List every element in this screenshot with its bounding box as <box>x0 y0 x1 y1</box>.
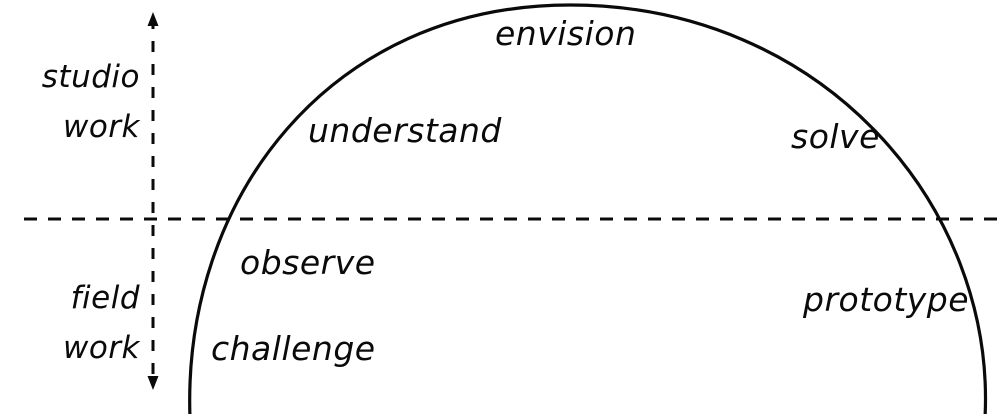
axis-arrow-up-icon <box>147 12 159 26</box>
axis-label-field-work-line2: work <box>62 330 140 366</box>
axis-label-studio-work-line1: studio <box>41 59 140 95</box>
axis-label-field-work-line1: field <box>70 280 140 316</box>
stage-label-envision: envision <box>495 14 637 53</box>
process-arc-path <box>188 3 988 414</box>
stage-label-prototype: prototype <box>803 280 970 319</box>
stage-label-challenge: challenge <box>211 329 376 368</box>
stage-label-solve: solve <box>791 117 880 156</box>
axis-arrow-down-icon <box>147 376 159 390</box>
stage-label-understand: understand <box>308 111 502 150</box>
axis-label-studio-work-line2: work <box>62 109 140 145</box>
stage-label-observe: observe <box>240 243 376 282</box>
